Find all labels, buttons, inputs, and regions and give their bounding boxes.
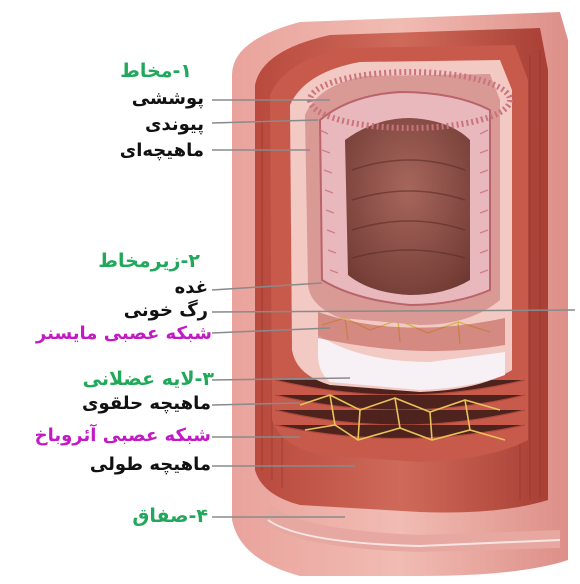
label-circular-muscle: ماهیچه حلقوی	[82, 395, 211, 413]
label-epithelium: پوششی	[132, 90, 204, 108]
label-longitudinal-muscle: ماهیچه طولی	[90, 456, 211, 474]
label-meissner-plexus: شبکه عصبی مایسنر	[36, 325, 212, 343]
label-submucosa: ۲-زیرمخاط	[98, 252, 200, 271]
label-muscular-layer: ۳-لایه عضلانی	[83, 370, 214, 389]
label-serosa: ۴-صفاق	[132, 507, 208, 526]
label-muscularis-mucosae: ماهیچه‌ای	[120, 142, 204, 160]
label-gland: غده	[175, 279, 208, 297]
label-connective-tissue: پیوندی	[145, 116, 204, 134]
label-auerbach-plexus: شبکه عصبی آئروباخ	[35, 427, 211, 445]
label-blood-vessel: رگ خونی	[124, 302, 208, 320]
lumen	[345, 118, 470, 295]
label-mucosa: ۱-مخاط	[120, 62, 192, 81]
